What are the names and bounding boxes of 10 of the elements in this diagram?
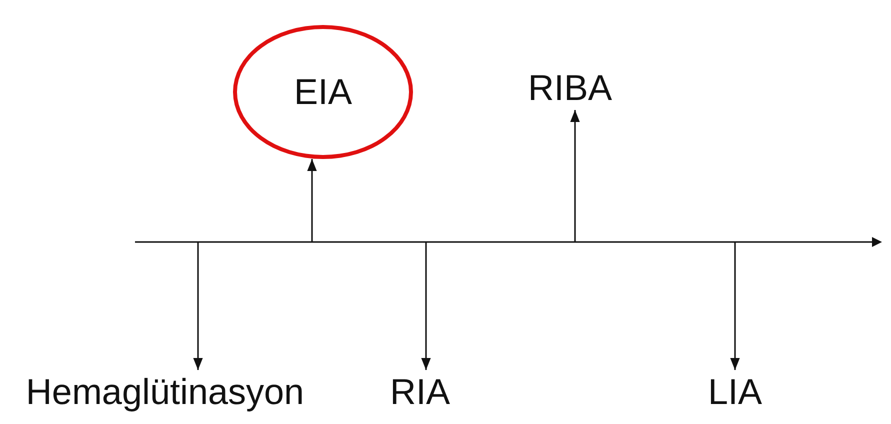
method-label: Hemaglütinasyon xyxy=(22,370,308,414)
arrow xyxy=(570,110,580,242)
method-label: RIA xyxy=(386,370,454,414)
arrow xyxy=(307,159,317,242)
method-label: RIBA xyxy=(524,66,616,110)
circled-label: EIA xyxy=(233,25,413,159)
arrow xyxy=(730,242,740,370)
arrow xyxy=(421,242,431,370)
method-label: LIA xyxy=(704,370,766,414)
arrow xyxy=(193,242,203,370)
